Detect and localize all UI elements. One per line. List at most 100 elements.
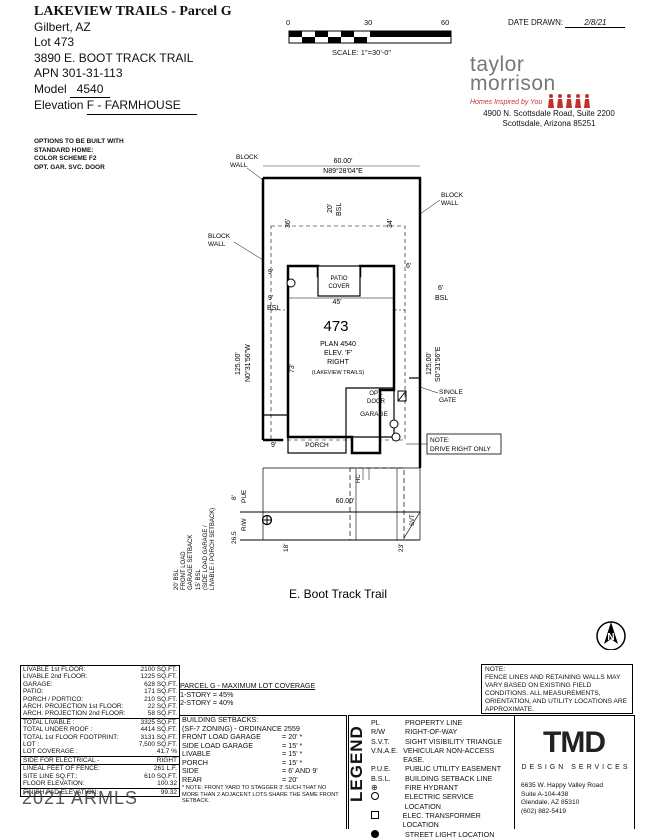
apn-line: APN 301-31-113 [34, 66, 123, 80]
hose-bib-icon [286, 278, 296, 288]
taylor-morrison-logo: taylor morrison Homes Inspired by You [470, 54, 620, 109]
elevation-value: F - FARMHOUSE [86, 98, 197, 115]
svg-text:NOTE:: NOTE: [430, 437, 450, 444]
transformer-icon [371, 810, 379, 819]
building-setbacks-box: BUILDING SETBACKS: (SF-7 ZONING) - ORDIN… [180, 715, 347, 829]
electric-icon [371, 792, 379, 801]
electric-service-icon [389, 419, 399, 429]
svg-text:ELEV. 'F': ELEV. 'F' [324, 350, 352, 357]
coverage-title: PARCEL G - MAXIMUM LOT COVERAGE [180, 681, 316, 690]
lot-line: Lot 473 [34, 35, 75, 49]
svg-text:LIVABLE / PORCH SETBACK): LIVABLE / PORCH SETBACK) [210, 508, 216, 590]
svg-text:26.5: 26.5 [231, 531, 238, 544]
svg-text:473: 473 [323, 318, 348, 335]
svg-text:S0°31'56"E: S0°31'56"E [434, 346, 442, 382]
svg-text:BLOCK: BLOCK [208, 233, 231, 240]
elevation-line: Elevation F - FARMHOUSE [34, 98, 274, 115]
svg-text:DRIVE RIGHT ONLY: DRIVE RIGHT ONLY [430, 446, 491, 453]
tmd-logo: TMD [543, 726, 606, 759]
stat-row: TOTAL 1st FLOOR FOOTPRINT:3131 SQ.FT. [23, 733, 177, 741]
svg-text:34': 34' [387, 219, 394, 228]
street-address: 3890 E. BOOT TRACK TRAIL [34, 50, 194, 65]
scale-bar: 0 30 60 SCALE: 1"=30'-0" [286, 18, 452, 57]
svg-text:20': 20' [327, 204, 334, 213]
legend-title: LEGEND [347, 725, 366, 802]
plot-plan: 60.00' N89°28'04"E BLOCK WALL BLOCK WALL… [174, 154, 626, 650]
opt-door [397, 390, 407, 402]
svg-text:GATE: GATE [439, 397, 457, 404]
date-drawn: DATE DRAWN: 2/8/21 [508, 18, 626, 28]
stat-row: FINISH PAD ELEVATION:99.32 [21, 787, 179, 796]
stat-row: PORCH / PORTICO:210 SQ.FT. [23, 695, 177, 703]
legend-row: B.S.L.BUILDING SETBACK LINE [371, 773, 493, 783]
svg-text:GARAGE SETBACK: GARAGE SETBACK [188, 535, 194, 590]
svg-text:60.00': 60.00' [334, 158, 353, 165]
street-name: E. Boot Track Trail [289, 587, 387, 601]
legend-row: S.V.T.SIGHT VISIBILITY TRIANGLE [371, 736, 503, 746]
subdivision-title: LAKEVIEW TRAILS - Parcel G [34, 4, 232, 19]
tmd-subtitle: DESIGN SERVICES [521, 764, 631, 771]
area-stats-table: LIVABLE 1st FLOOR:2100 SQ.FT. LIVABLE 2n… [20, 665, 180, 797]
stat-row: SIDE FOR ELECTRICAL -RIGHT [21, 755, 179, 764]
svg-text:60.00': 60.00' [336, 498, 355, 505]
svg-text:WALL: WALL [208, 241, 226, 248]
svg-text:125.00': 125.00' [235, 352, 242, 375]
svg-text:BSL: BSL [267, 305, 280, 312]
svg-text:BLOCK: BLOCK [236, 154, 259, 161]
svg-text:BLOCK: BLOCK [441, 192, 464, 199]
legend-row: ELEC. TRANSFORMER LOCATION [371, 810, 511, 830]
stat-row: PATIO:171 SQ.FT. [23, 688, 177, 696]
svg-text:6': 6' [406, 263, 411, 270]
svg-text:N0°31'56"W: N0°31'56"W [244, 344, 252, 382]
stat-row: TOTAL LIVABLE :3325 SQ.FT. [21, 717, 179, 726]
stat-row: ARCH. PROJECTION 2nd FLOOR:58 SQ.FT. [23, 710, 177, 718]
people-logo-icon [548, 94, 591, 108]
svg-text:N89°28'04"E: N89°28'04"E [323, 167, 363, 175]
svg-text:125.00': 125.00' [426, 352, 433, 375]
svg-text:PATIO: PATIO [330, 276, 347, 282]
svg-text:45': 45' [332, 299, 341, 306]
north-arrow-icon: N [596, 621, 626, 650]
streetlight-icon [371, 829, 379, 838]
svg-text:COVER: COVER [328, 284, 350, 290]
svg-text:9': 9' [271, 442, 276, 449]
apn-value: 301-31-113 [62, 66, 123, 80]
city: Gilbert, AZ [34, 19, 91, 34]
builder-address: 4900 N. Scottsdale Road, Suite 2200 Scot… [483, 109, 615, 128]
svg-text:18': 18' [283, 544, 290, 552]
stat-row: LINEAL FEET OF FENCE:261 L.F. [21, 764, 179, 773]
fence-note: NOTE: FENCE LINES AND RETAINING WALLS MA… [481, 664, 633, 714]
standard-options: OPTIONS TO BE BUILT WITH STANDARD HOME: … [34, 138, 124, 171]
stat-row: FLOOR ELEVATION:100.32 [23, 780, 177, 788]
lot-boundary [263, 176, 422, 468]
legend-row: V.N.A.E.VEHICULAR NON-ACCESS EASE. [371, 745, 495, 765]
svg-text:(LAKEVIEW TRAILS): (LAKEVIEW TRAILS) [312, 370, 365, 376]
legend-row: STREET LIGHT LOCATION [371, 829, 511, 840]
date-value: 2/8/21 [565, 18, 626, 28]
patio-cover [317, 265, 361, 297]
stat-row: GARAGE:628 SQ.FT. [23, 680, 177, 688]
svg-text:BSL: BSL [336, 203, 343, 216]
mls-watermark: 2021 ARMLS [22, 788, 139, 808]
svg-text:9': 9' [268, 295, 273, 302]
svg-text:(SIDE LOAD GARAGE /: (SIDE LOAD GARAGE / [203, 525, 209, 590]
model-value: 4540 [70, 82, 111, 98]
svg-text:15' BSL: 15' BSL [196, 569, 202, 590]
lot-number: 473 [54, 35, 75, 49]
svg-text:HC: HC [356, 474, 362, 483]
transformer-icon [391, 432, 401, 442]
svg-text:PORCH: PORCH [305, 442, 329, 449]
svg-text:WALL: WALL [441, 200, 459, 207]
scale-label: SCALE: 1"=30'-0" [332, 48, 392, 57]
svg-text:SINGLE: SINGLE [439, 389, 464, 396]
svg-text:OPT.: OPT. [369, 391, 383, 397]
svg-text:RIGHT: RIGHT [327, 359, 350, 366]
tmd-block: TMD DESIGN SERVICES 6635 W. Happy Valley… [514, 715, 635, 829]
svg-text:N: N [607, 632, 614, 643]
porch [287, 436, 347, 454]
stat-row: LIVABLE 1st FLOOR:2100 SQ.FT. [23, 666, 177, 673]
stat-row: LOT COVERAGE :41.7 % [23, 748, 177, 756]
